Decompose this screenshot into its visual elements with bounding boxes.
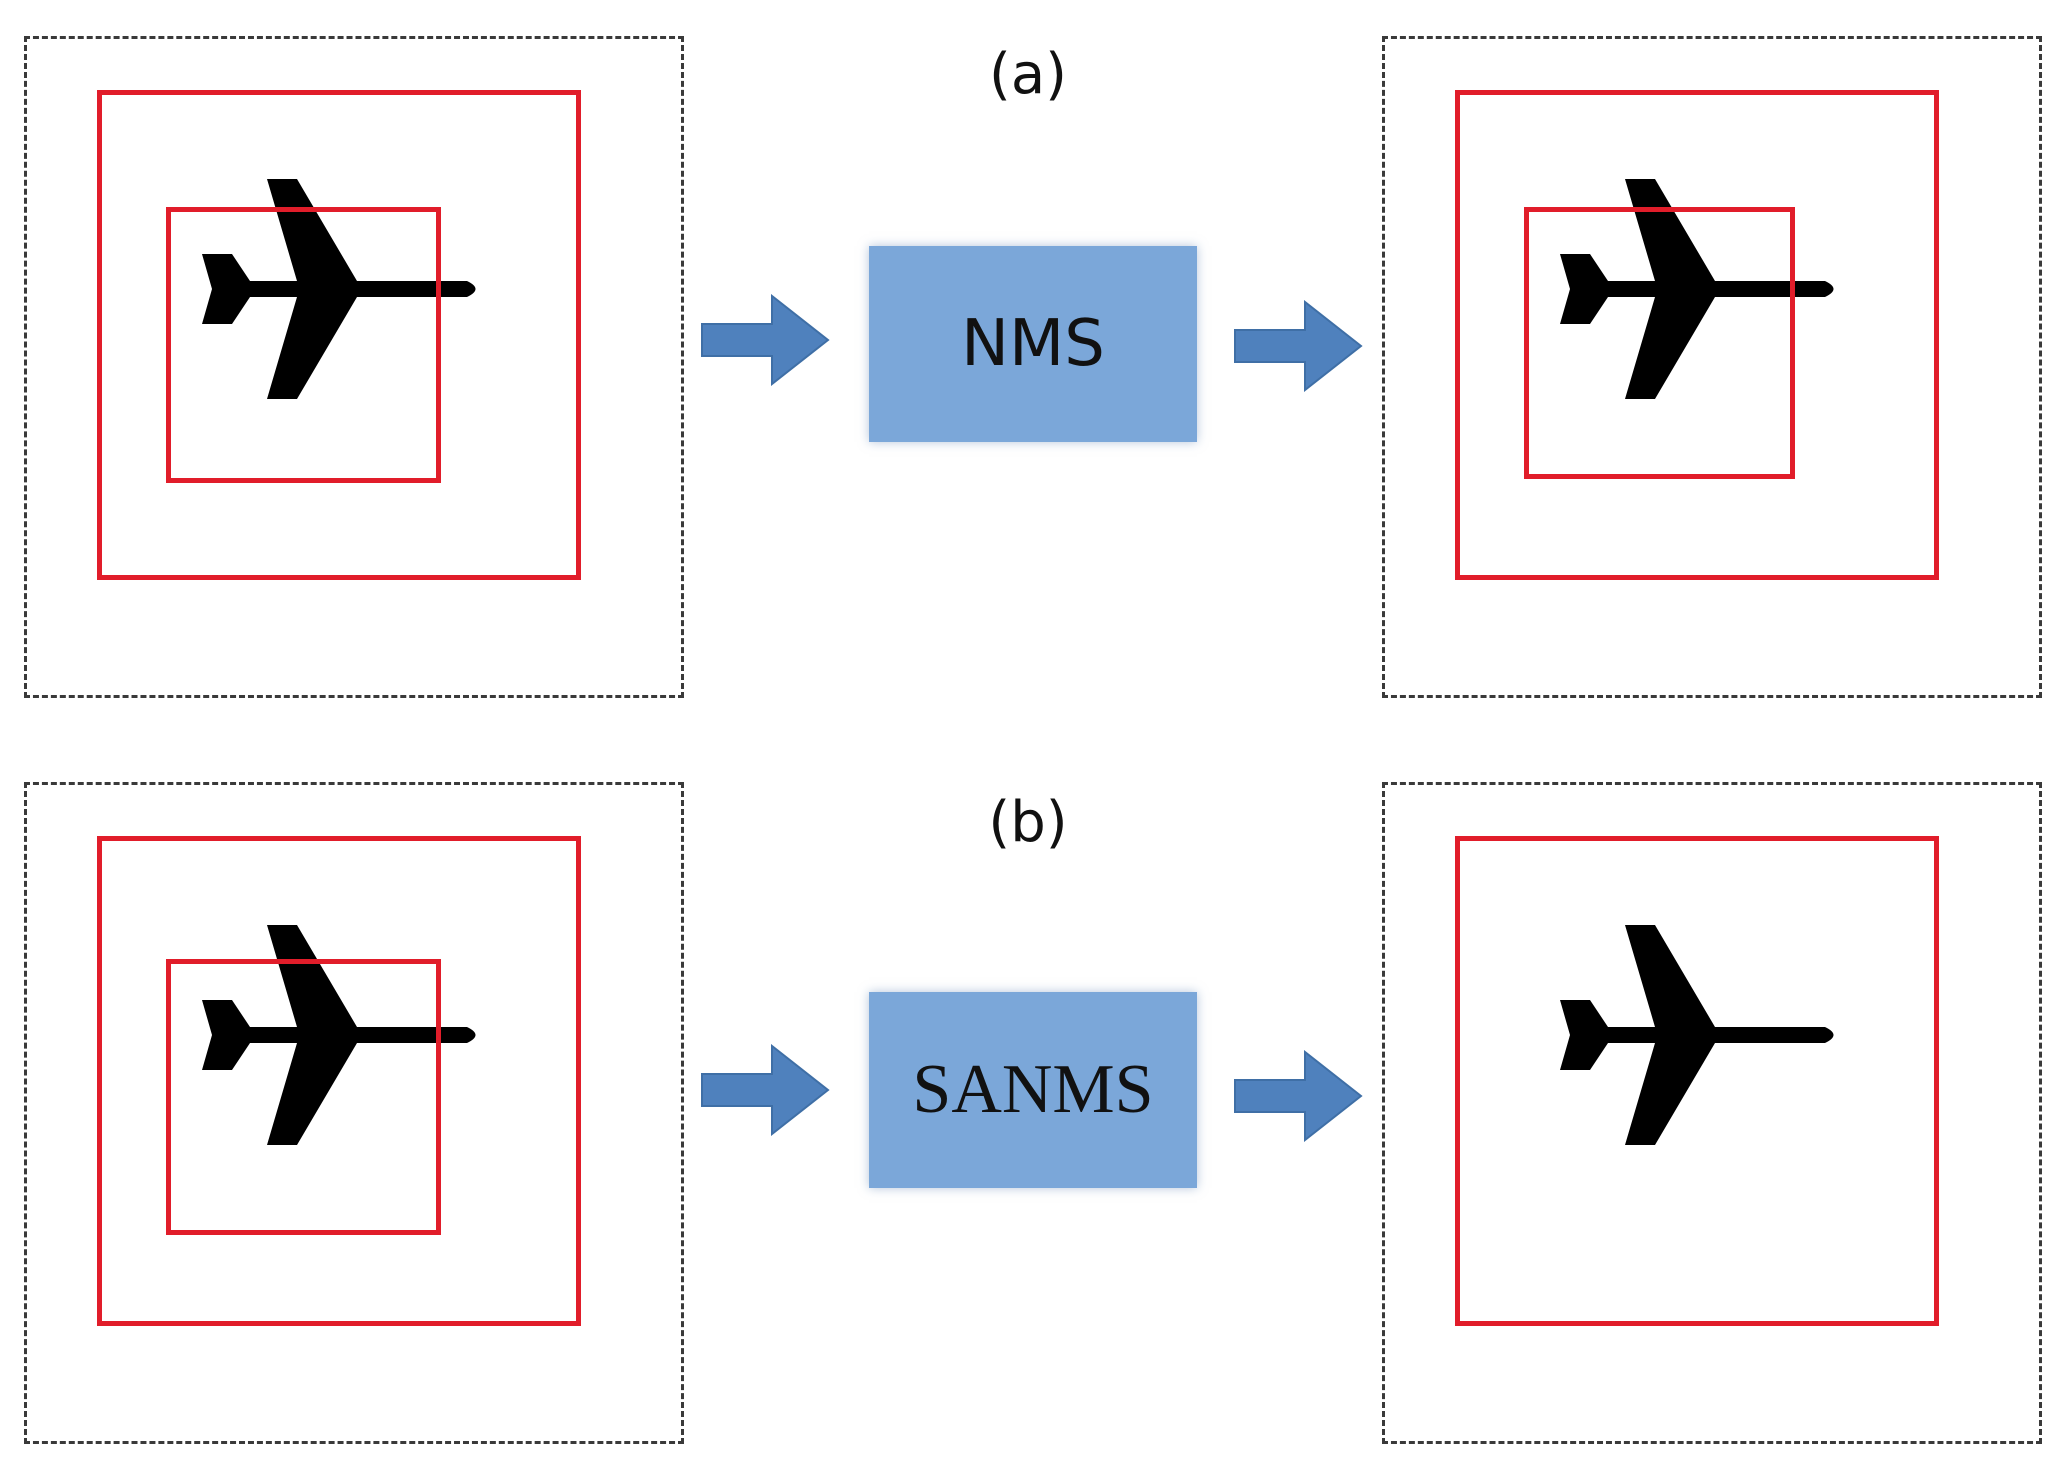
row-a-input-frame (24, 36, 684, 698)
detection-box-large (97, 836, 581, 1326)
right-arrow-icon (700, 1044, 830, 1136)
row-a-output-frame (1382, 36, 2042, 698)
detection-box-small (166, 959, 441, 1235)
detection-box-large (1455, 90, 1939, 580)
row-b-output-frame (1382, 782, 2042, 1444)
nms-process-box: NMS (869, 246, 1197, 442)
row-a-label: (a) (988, 42, 1067, 107)
detection-box-small (166, 207, 441, 483)
detection-box-large (1455, 836, 1939, 1326)
row-b-input-frame (24, 782, 684, 1444)
detection-box-small (1524, 207, 1795, 479)
sanms-process-box: SANMS (869, 992, 1197, 1188)
right-arrow-icon (1233, 1050, 1363, 1142)
detection-box-large (97, 90, 581, 580)
row-b-label: (b) (988, 790, 1068, 855)
right-arrow-icon (1233, 300, 1363, 392)
right-arrow-icon (700, 294, 830, 386)
